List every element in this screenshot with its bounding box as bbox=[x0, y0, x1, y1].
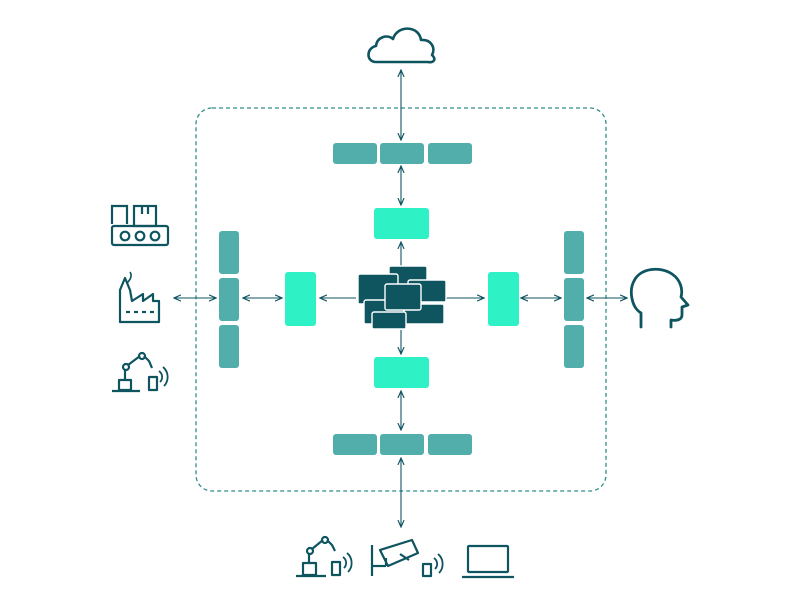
gateway-segment bbox=[380, 143, 424, 164]
cloud-icon bbox=[367, 27, 436, 64]
conveyor-box-icon bbox=[110, 204, 170, 247]
gateway-segment bbox=[219, 231, 239, 274]
gateway-segment bbox=[333, 434, 377, 455]
module-right bbox=[488, 272, 519, 326]
gateway-bottom bbox=[333, 434, 472, 455]
gateway-segment bbox=[219, 278, 239, 321]
gateway-right bbox=[564, 231, 584, 368]
modules bbox=[285, 208, 519, 388]
human-head-icon bbox=[629, 267, 690, 329]
module-left bbox=[285, 272, 316, 326]
connectors bbox=[174, 70, 627, 527]
module-bottom bbox=[374, 357, 429, 388]
gateway-left bbox=[219, 231, 239, 368]
gateway-segment bbox=[564, 325, 584, 368]
gateway-segment bbox=[428, 143, 472, 164]
gateway-segment bbox=[564, 278, 584, 321]
robot-arm-wireless-icon bbox=[112, 351, 169, 393]
laptop-icon bbox=[462, 544, 514, 579]
gateway-segment bbox=[333, 143, 377, 164]
gateway-segment bbox=[564, 231, 584, 274]
factory-icon bbox=[118, 271, 161, 324]
security-camera-wireless-icon bbox=[370, 538, 444, 578]
gateway-segment bbox=[219, 325, 239, 368]
stacked-servers-icon bbox=[357, 265, 447, 330]
robot-arm-wireless-icon bbox=[296, 535, 353, 578]
gateway-top bbox=[333, 143, 472, 164]
module-top bbox=[374, 208, 429, 239]
gateway-segment bbox=[380, 434, 424, 455]
gateway-segment bbox=[428, 434, 472, 455]
